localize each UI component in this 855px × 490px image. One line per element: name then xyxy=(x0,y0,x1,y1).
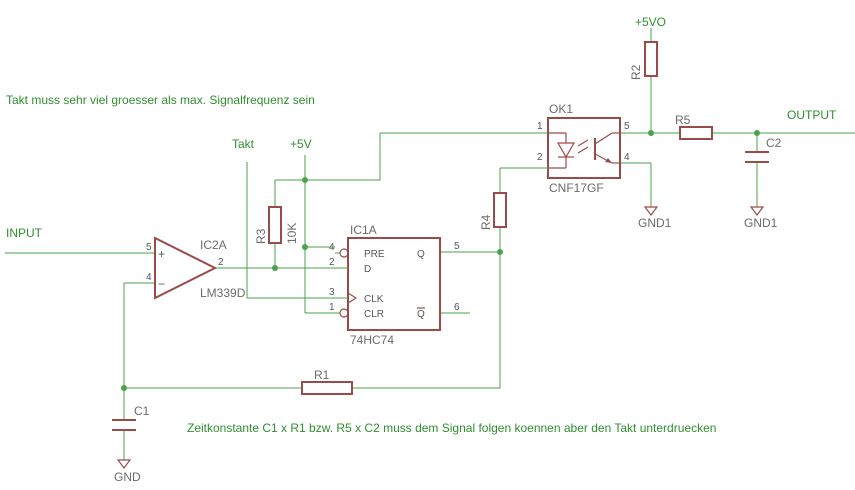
opto-pin2: 2 xyxy=(537,152,543,163)
input-net-label: INPUT xyxy=(6,226,43,240)
junction-dots xyxy=(121,130,760,391)
opto-pin1: 1 xyxy=(537,121,543,132)
comparator-pin-minus: 4 xyxy=(146,272,152,283)
r3-value: 10K xyxy=(285,223,299,244)
ff-num-clk: 3 xyxy=(329,287,335,298)
opto-pin4: 4 xyxy=(624,152,630,163)
ground-symbol-gnd: GND xyxy=(114,459,141,484)
r5-label: R5 xyxy=(675,113,691,127)
optocoupler-name: OK1 xyxy=(549,102,573,116)
optocoupler-value: CNF17GF xyxy=(549,181,604,195)
comparator-value: LM339D xyxy=(200,286,246,300)
r3-label: R3 xyxy=(254,228,268,244)
gnd-label: GND xyxy=(114,470,141,484)
ff-pin-clr: CLR xyxy=(364,309,384,320)
comparator-pin-plus: 5 xyxy=(146,242,152,253)
comparator-pin-out: 2 xyxy=(218,257,224,268)
flipflop-value: 74HC74 xyxy=(350,333,394,347)
ff-num-clr: 1 xyxy=(329,302,335,313)
gnd1-label-b: GND1 xyxy=(744,216,778,230)
c1-label: C1 xyxy=(134,404,150,418)
comparator-name: IC2A xyxy=(200,238,227,252)
vcc-net-label: +5V xyxy=(290,137,312,151)
clock-frequency-note: Takt muss sehr viel groesser als max. Si… xyxy=(6,93,315,107)
resistor-r2: R2 xyxy=(629,41,658,80)
capacitor-c1: C1 xyxy=(112,404,150,431)
ff-num-q: 5 xyxy=(454,241,460,252)
flipflop-ic1a: PRE D CLK CLR Q Q 4 2 3 1 5 6 IC1A 74HC7… xyxy=(329,223,460,347)
ff-pin-qn: Q xyxy=(417,309,425,320)
opto-pin5: 5 xyxy=(624,121,630,132)
ff-num-pre: 4 xyxy=(329,242,335,253)
time-constant-note: Zeitkonstante C1 x R1 bzw. R5 x C2 muss … xyxy=(187,421,716,435)
r4-label: R4 xyxy=(479,214,493,230)
ff-num-qn: 6 xyxy=(454,302,460,313)
ff-pin-d: D xyxy=(364,264,371,275)
capacitor-c2: C2 xyxy=(745,136,782,163)
resistor-r3: R3 10K xyxy=(254,206,299,244)
r2-label: R2 xyxy=(629,64,643,80)
ground-symbol-gnd1-b: GND1 xyxy=(744,206,778,230)
ground-symbol-gnd1-a: GND1 xyxy=(638,206,672,230)
comparator-plus-sign: + xyxy=(158,247,165,261)
ff-pin-q: Q xyxy=(417,249,425,260)
c2-label: C2 xyxy=(766,136,782,150)
output-net-label: OUTPUT xyxy=(787,108,837,122)
ff-pin-pre: PRE xyxy=(364,249,385,260)
resistor-r4: R4 xyxy=(479,192,507,230)
ff-pin-clk: CLK xyxy=(364,294,384,305)
comparator-minus-sign: − xyxy=(158,277,165,291)
comparator-ic2a: + − 5 4 2 IC2A LM339D xyxy=(146,236,246,300)
gnd1-label-a: GND1 xyxy=(638,216,672,230)
clock-net-label: Takt xyxy=(232,137,255,151)
flipflop-name: IC1A xyxy=(350,223,377,237)
optocoupler-ok1: 1 2 5 4 OK1 CNF17GF xyxy=(535,102,630,195)
r1-label: R1 xyxy=(314,368,330,382)
ff-num-d: 2 xyxy=(329,257,335,268)
resistor-r5: R5 xyxy=(675,113,713,140)
vcc-out-net-label: +5VO xyxy=(635,15,666,29)
resistor-r1: R1 xyxy=(301,368,353,395)
